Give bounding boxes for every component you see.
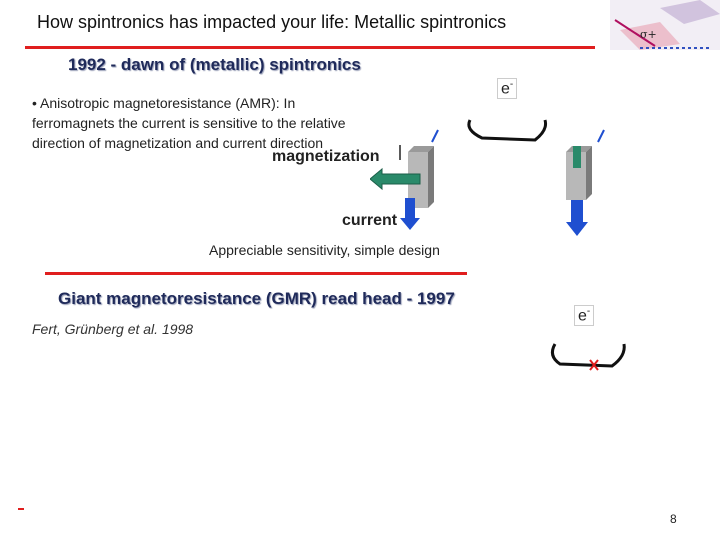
block-left-top bbox=[408, 146, 434, 152]
page-number: 8 bbox=[670, 512, 677, 526]
section-divider bbox=[45, 272, 467, 275]
magnetization-label: magnetization bbox=[272, 148, 380, 165]
current-arrow-left bbox=[405, 198, 415, 220]
current-arrow-right bbox=[571, 200, 583, 224]
electron-label-bottom: e- bbox=[574, 305, 595, 327]
current-label: current bbox=[342, 212, 398, 229]
reference-citation: Fert, Grünberg et al. 1998 bbox=[32, 321, 194, 337]
small-arrow-left bbox=[431, 129, 439, 143]
title-underline bbox=[25, 46, 595, 49]
slide-title: How spintronics has impacted your life: … bbox=[37, 12, 507, 32]
gmr-heading: Giant magnetoresistance (GMR) read head … bbox=[58, 289, 455, 308]
sensitivity-note: Appreciable sensitivity, simple design bbox=[209, 242, 440, 258]
small-arrow-right bbox=[597, 129, 605, 143]
footer-dash bbox=[18, 508, 24, 510]
electron-label-top: e- bbox=[497, 78, 518, 100]
amr-description: • Anisotropic magnetoresistance (AMR): I… bbox=[32, 95, 346, 151]
electron-path-top bbox=[467, 119, 547, 142]
sigma-label: σ+ bbox=[640, 28, 657, 41]
amr-diagram bbox=[370, 119, 605, 236]
magnetization-arrow bbox=[370, 167, 421, 191]
gmr-electron-path bbox=[550, 343, 626, 371]
corner-logo-image: σ+ bbox=[610, 0, 720, 50]
subtitle-1992: 1992 - dawn of (metallic) spintronics bbox=[68, 55, 361, 74]
magnetization-arrow-right bbox=[573, 146, 581, 168]
